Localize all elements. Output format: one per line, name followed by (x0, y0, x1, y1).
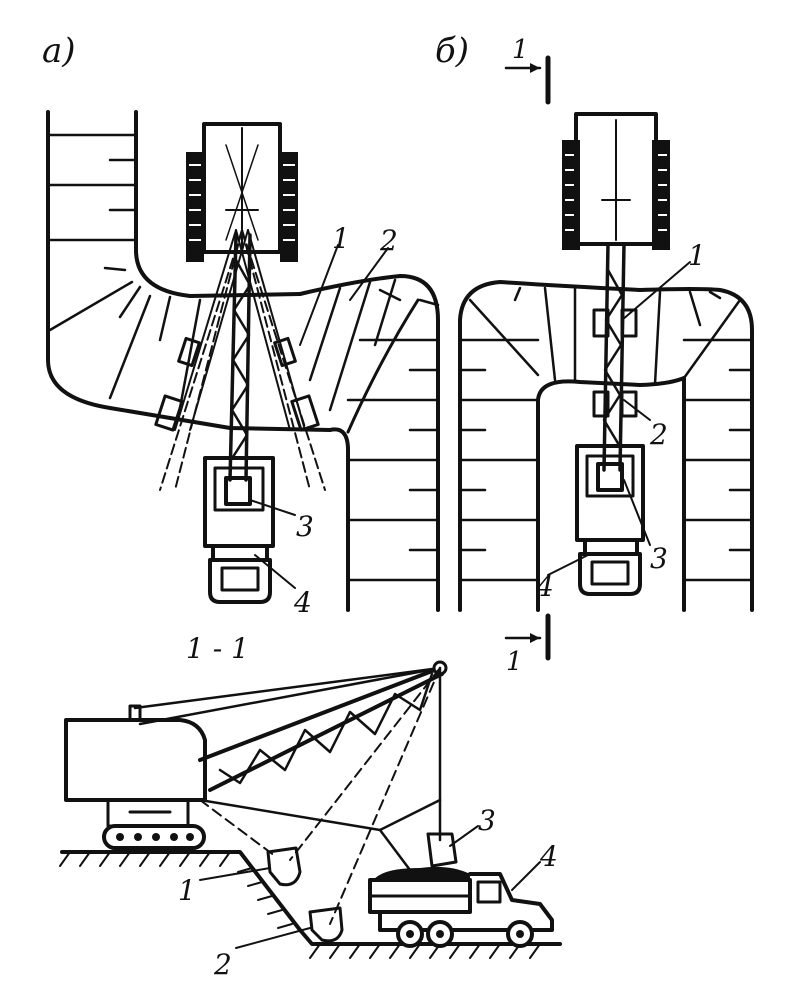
panel-b-left-trench (458, 280, 642, 612)
panel-b: б) 1 (435, 31, 754, 677)
excavator-side (64, 660, 458, 943)
section-mark-bottom: 1 (504, 613, 551, 677)
section-callout-1: 1 (178, 874, 196, 907)
section-label: 1 - 1 (186, 632, 249, 665)
panel-b-boom (592, 242, 638, 472)
panel-a-dump-truck (203, 456, 275, 604)
panel-b-callout-1: 1 (688, 239, 706, 272)
track-left (186, 152, 204, 262)
panel-a-label: а) (42, 31, 76, 71)
panel-a-excavator (186, 122, 298, 262)
section-callout-2: 2 (213, 948, 232, 981)
panel-b-callout-2: 2 (649, 418, 668, 451)
panel-b-right-trench (638, 287, 754, 612)
section-mark-top-label: 1 (512, 35, 529, 65)
panel-a-callout-1: 1 (332, 222, 350, 255)
panel-b-callout-4: 4 (535, 570, 554, 603)
bucket-position-1 (266, 846, 302, 887)
track-right (280, 152, 298, 262)
bucket-position-3 (426, 832, 458, 868)
panel-a-left-trench (46, 110, 332, 432)
section-callouts: 1 2 3 4 (178, 804, 558, 981)
bucket-position-2 (308, 906, 344, 943)
panel-a-callout-2: 2 (379, 224, 398, 257)
panel-b-dump-truck (575, 444, 645, 596)
panel-a-right-trench (298, 274, 440, 612)
panel-a-callout-4: 4 (293, 586, 312, 619)
panel-a-callouts: 1 2 3 4 (249, 222, 398, 619)
section-mark-bottom-label: 1 (506, 647, 523, 677)
panel-b-callouts: 1 2 3 4 (535, 239, 706, 603)
ground-profile (59, 850, 562, 959)
section-callout-4: 4 (539, 840, 558, 873)
panel-a-callout-3: 3 (296, 510, 314, 543)
panel-b-callout-3: 3 (650, 542, 668, 575)
panel-b-label: б) (435, 31, 469, 71)
panel-a: а) (42, 31, 440, 619)
panel-b-excavator (562, 112, 670, 250)
panel-a-boom-fan (154, 229, 326, 491)
section-1-1: 1 - 1 (59, 632, 562, 981)
dump-truck-side (368, 866, 554, 948)
section-callout-3: 3 (478, 804, 496, 837)
section-mark-top: 1 (504, 35, 551, 105)
